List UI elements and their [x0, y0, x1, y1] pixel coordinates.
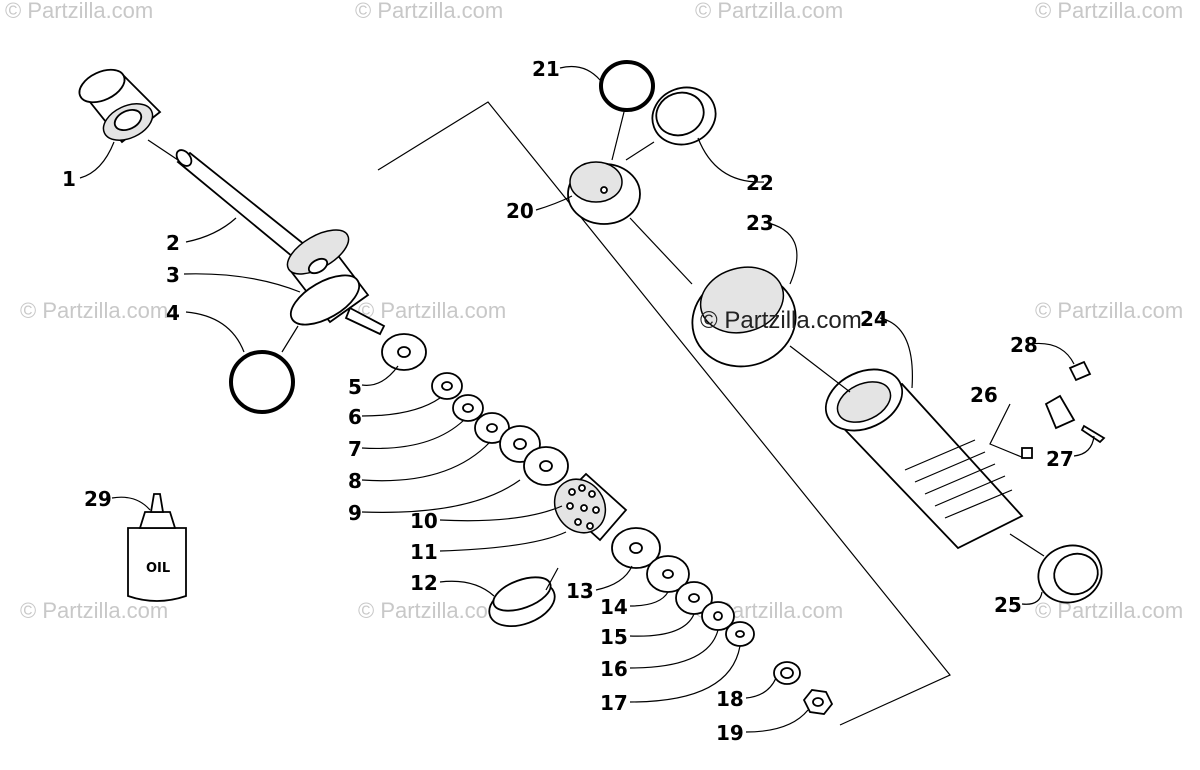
part-3-seal-head — [286, 229, 386, 336]
part-29-oil-bottle: OIL — [127, 493, 187, 602]
watermark: © Partzilla.com — [20, 298, 168, 323]
callout-7: 7 — [348, 437, 362, 461]
watermark: © Partzilla.com — [1035, 298, 1183, 323]
callout-13: 13 — [566, 579, 594, 603]
callout-3: 3 — [166, 263, 180, 287]
callout-14: 14 — [600, 595, 628, 619]
callout-2: 2 — [166, 231, 180, 255]
callout-16: 16 — [600, 657, 628, 681]
part-10-piston — [553, 472, 628, 542]
callout-15: 15 — [600, 625, 628, 649]
callout-11: 11 — [410, 540, 438, 564]
watermark: © Partzilla.com — [20, 598, 168, 623]
callout-18: 18 — [716, 687, 744, 711]
oil-label: OIL — [146, 561, 170, 576]
watermark-center: © Partzilla.com — [700, 307, 862, 334]
part-28-screw — [1068, 360, 1092, 382]
callout-17: 17 — [600, 691, 628, 715]
callout-26: 26 — [970, 383, 998, 407]
part-19-nut — [802, 689, 834, 715]
watermark: © Partzilla.com — [695, 0, 843, 23]
part-21-oring — [599, 60, 655, 112]
callout-19: 19 — [716, 721, 744, 745]
part-4-oring — [229, 350, 295, 414]
part-26-valve — [989, 394, 1076, 459]
callout-28: 28 — [1010, 333, 1038, 357]
callout-4: 4 — [166, 301, 180, 325]
callout-10: 10 — [410, 509, 438, 533]
callout-1: 1 — [62, 167, 76, 191]
callout-25: 25 — [994, 593, 1022, 617]
callout-21: 21 — [532, 57, 560, 81]
callout-numbers: 1 2 3 4 5 6 7 8 9 10 11 12 13 14 15 16 1… — [62, 57, 1074, 745]
watermark: © Partzilla.com — [1035, 0, 1183, 23]
callout-9: 9 — [348, 501, 362, 525]
part-24-body — [824, 368, 1024, 550]
callout-5: 5 — [348, 375, 362, 399]
part-20-cap — [567, 161, 641, 225]
part-1-eyelet — [78, 68, 162, 144]
part-23-collar — [691, 266, 797, 368]
callout-23: 23 — [746, 211, 774, 235]
watermark: © Partzilla.com — [358, 598, 506, 623]
kit-bracket — [377, 101, 951, 726]
washer-stack-upper — [381, 333, 569, 486]
callout-27: 27 — [1046, 447, 1074, 471]
part-25-bushing — [1037, 544, 1103, 604]
part-27-clip — [1080, 424, 1106, 444]
callout-24: 24 — [860, 307, 888, 331]
leader-lines — [79, 65, 1095, 733]
callout-12: 12 — [410, 571, 438, 595]
callout-22: 22 — [746, 171, 774, 195]
part-12-wear-band — [488, 576, 556, 628]
watermark: © Partzilla.com — [5, 0, 153, 23]
callout-8: 8 — [348, 469, 362, 493]
assembly-lines — [147, 139, 1045, 557]
callout-20: 20 — [506, 199, 534, 223]
part-18-washer — [773, 661, 801, 685]
callout-29: 29 — [84, 487, 112, 511]
washer-stack-lower — [611, 527, 755, 647]
callout-6: 6 — [348, 405, 362, 429]
watermark: © Partzilla.com — [355, 0, 503, 23]
watermark: © Partzilla.com — [358, 298, 506, 323]
part-22-ring — [651, 86, 717, 146]
